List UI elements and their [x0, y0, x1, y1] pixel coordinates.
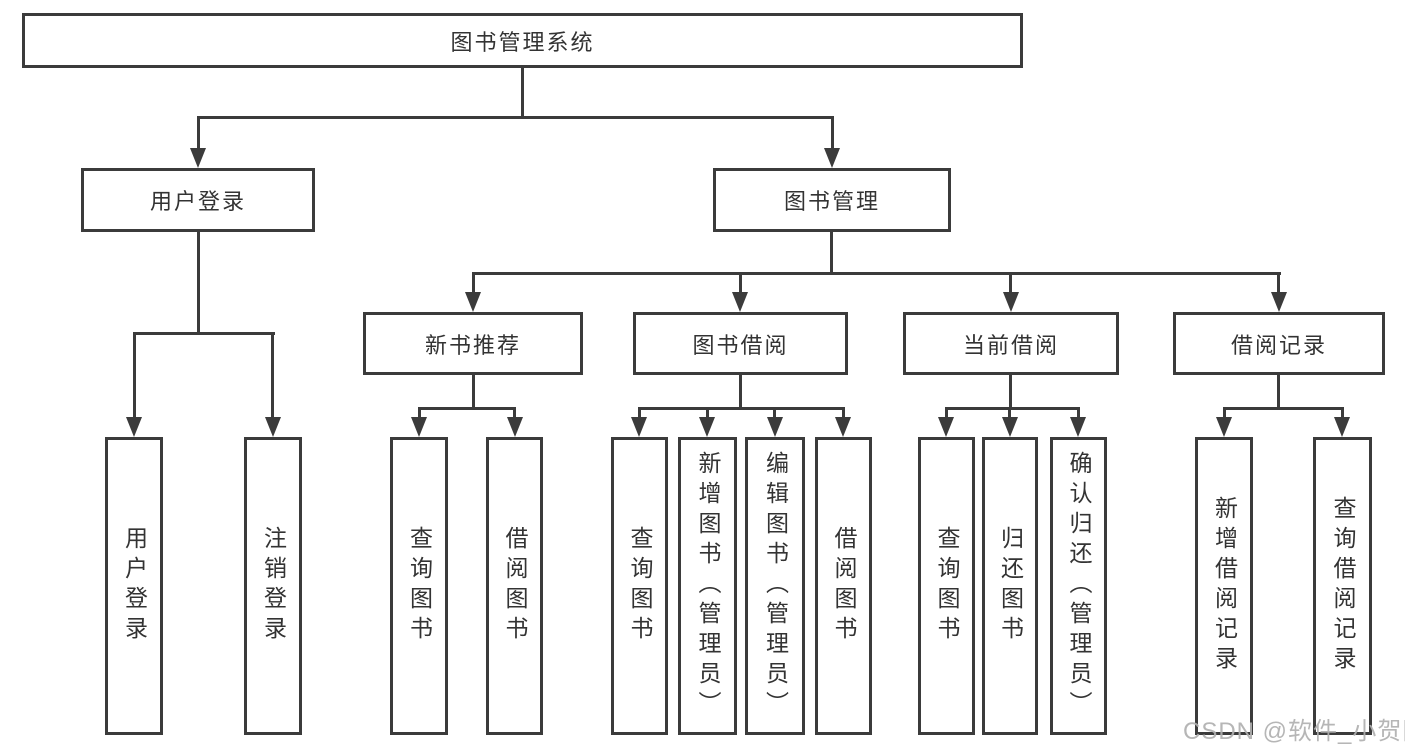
leaf-user-login: 用户登录 [105, 437, 163, 735]
connector-arrow-shaft [1223, 407, 1226, 421]
leaf-add-book-admin: 新增图书（管理员） [678, 437, 737, 735]
leaf-edit-book-admin: 编辑图书（管理员） [745, 437, 805, 735]
connector-arrowhead [767, 417, 783, 437]
watermark: CSDN @软件_小贺同学 [1183, 718, 1405, 745]
connector-arrowhead [1216, 417, 1232, 437]
node-user-login-label: 用户登录 [149, 189, 246, 214]
node-book-borrow-label: 图书借阅 [692, 332, 789, 358]
connector-new-book-vline [472, 373, 475, 409]
leaf-logout-label: 注销登录 [260, 526, 287, 646]
connector-arrow-shaft [842, 407, 845, 421]
node-book-management-label: 图书管理 [783, 189, 880, 214]
connector-arrowhead [699, 417, 715, 437]
connector-borrow-records-vline [1277, 373, 1280, 409]
connector-arrowhead-book-mgmt [824, 148, 840, 168]
node-root-label: 图书管理系统 [450, 29, 595, 55]
connector-arrow-shaft [1077, 407, 1080, 421]
leaf-return-book: 归还图书 [982, 437, 1038, 735]
connector-arrow-shaft-new-book [472, 272, 475, 294]
connector-book-mgmt-hbar [472, 272, 1281, 275]
leaf-query-books-2: 查询图书 [611, 437, 668, 735]
connector-root-vline [521, 66, 524, 118]
connector-book-borrow-vline [739, 373, 742, 409]
leaf-add-book-admin-label: 新增图书（管理员） [695, 451, 721, 721]
leaf-borrow-books-1: 借阅图书 [486, 437, 543, 735]
connector-arrowhead [411, 417, 427, 437]
connector-arrowhead-user-login [190, 148, 206, 168]
node-current-borrow-label: 当前借阅 [962, 332, 1059, 358]
connector-current-borrow-hbar [945, 407, 1080, 410]
connector-arrowhead [938, 417, 954, 437]
connector-arrowhead [1002, 417, 1018, 437]
connector-arrow-shaft [1008, 407, 1011, 421]
leaf-add-borrow-record-label: 新增借阅记录 [1211, 496, 1238, 676]
connector-current-borrow-vline [1009, 373, 1012, 409]
leaf-query-books-2-label: 查询图书 [627, 526, 653, 646]
connector-arrowhead [1334, 417, 1350, 437]
leaf-query-books-3-label: 查询图书 [934, 526, 960, 646]
leaf-borrow-books-2: 借阅图书 [815, 437, 872, 735]
node-book-borrow: 图书借阅 [633, 312, 848, 375]
leaf-confirm-return-admin-label: 确认归还（管理员） [1066, 451, 1092, 721]
connector-arrow-shaft [1341, 407, 1344, 421]
connector-arrow-shaft-borrow-records [1277, 272, 1280, 294]
connector-arrow-shaft [706, 407, 709, 421]
connector-arrow-shaft [945, 407, 948, 421]
connector-arrow-shaft-login-leaf [133, 332, 136, 418]
node-new-book-recommend-label: 新书推荐 [424, 332, 521, 358]
connector-arrow-shaft-user-login [197, 116, 200, 152]
leaf-logout: 注销登录 [244, 437, 302, 735]
leaf-add-borrow-record: 新增借阅记录 [1195, 437, 1253, 735]
connector-arrowhead [1070, 417, 1086, 437]
connector-arrow-shaft-logout-leaf [271, 332, 274, 418]
connector-user-login-vline [197, 230, 200, 334]
connector-root-hbar [197, 116, 833, 119]
connector-arrow-shaft [773, 407, 776, 421]
leaf-edit-book-admin-label: 编辑图书（管理员） [762, 451, 789, 721]
leaf-query-books-1: 查询图书 [390, 437, 448, 735]
connector-new-book-hbar [418, 407, 516, 410]
connector-arrowhead-logout-leaf [265, 417, 281, 437]
node-book-management: 图书管理 [713, 168, 951, 232]
connector-user-login-hbar [133, 332, 275, 335]
connector-arrowhead [835, 417, 851, 437]
node-new-book-recommend: 新书推荐 [363, 312, 583, 375]
node-current-borrow: 当前借阅 [903, 312, 1119, 375]
leaf-confirm-return-admin: 确认归还（管理员） [1050, 437, 1107, 735]
connector-arrowhead [507, 417, 523, 437]
connector-arrow-shaft [638, 407, 641, 421]
connector-arrow-shaft-book-mgmt [831, 116, 834, 152]
leaf-borrow-books-2-label: 借阅图书 [831, 526, 857, 646]
leaf-query-borrow-record-label: 查询借阅记录 [1330, 496, 1356, 676]
connector-arrowhead [631, 417, 647, 437]
connector-arrow-shaft [513, 407, 516, 421]
connector-arrowhead-login-leaf [126, 417, 142, 437]
leaf-borrow-books-1-label: 借阅图书 [502, 526, 528, 646]
connector-arrowhead-new-book [465, 292, 481, 312]
connector-book-mgmt-vline [830, 230, 833, 275]
node-user-login: 用户登录 [81, 168, 315, 232]
leaf-query-books-3: 查询图书 [918, 437, 975, 735]
connector-book-borrow-hbar [638, 407, 845, 410]
node-borrow-records-label: 借阅记录 [1230, 332, 1327, 358]
connector-arrowhead-book-borrow [732, 292, 748, 312]
connector-borrow-records-hbar [1223, 407, 1344, 410]
node-borrow-records: 借阅记录 [1173, 312, 1385, 375]
connector-arrowhead-current-borrow [1003, 292, 1019, 312]
leaf-query-books-1-label: 查询图书 [406, 526, 433, 646]
leaf-query-borrow-record: 查询借阅记录 [1313, 437, 1372, 735]
connector-arrowhead-borrow-records [1271, 292, 1287, 312]
node-root: 图书管理系统 [22, 13, 1023, 68]
leaf-user-login-label: 用户登录 [121, 526, 148, 646]
connector-arrow-shaft-current-borrow [1009, 272, 1012, 294]
connector-arrow-shaft-book-borrow [739, 272, 742, 294]
connector-arrow-shaft [418, 407, 421, 421]
leaf-return-book-label: 归还图书 [997, 526, 1024, 646]
